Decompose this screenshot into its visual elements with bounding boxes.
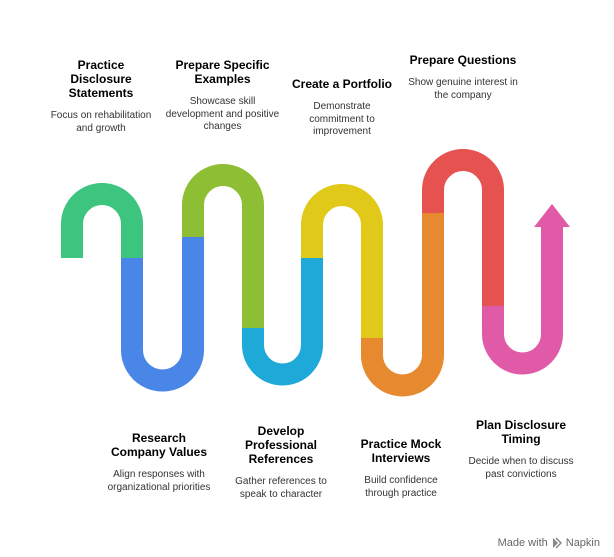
arrow-head-icon (534, 204, 570, 227)
step-description: Showcase skill development and positive … (165, 96, 280, 132)
step-title: Prepare Questions (409, 53, 517, 67)
step-description: Show genuine interest in the company (408, 77, 518, 101)
path-segment-8 (482, 226, 563, 375)
step-text-7: Prepare Questions Show genuine interest … (408, 53, 518, 102)
step-title: Create a Portfolio (291, 77, 393, 91)
step-title: Develop Professional References (244, 424, 318, 466)
step-description: Demonstrate commitment to improvement (309, 101, 375, 137)
step-text-2: Research Company Values Align responses … (104, 431, 214, 494)
step-text-1: Practice Disclosure Statements Focus on … (46, 58, 156, 135)
made-with-label: Made with (497, 537, 548, 549)
napkin-brand-name: Napkin (565, 537, 600, 549)
path-segment-6 (361, 213, 444, 397)
step-title: Research Company Values (110, 431, 208, 459)
step-description: Decide when to discuss past convictions (468, 456, 574, 480)
path-segment-4 (242, 258, 323, 386)
step-title: Practice Mock Interviews (360, 437, 442, 465)
path-segment-5 (301, 184, 383, 338)
step-title: Plan Disclosure Timing (475, 418, 567, 446)
napkin-attribution[interactable]: Made with Napkin (498, 537, 600, 549)
napkin-logo-icon (552, 537, 562, 549)
step-text-5: Create a Portfolio Demonstrate commitmen… (287, 77, 397, 139)
path-segment-3 (182, 164, 264, 328)
step-text-6: Practice Mock Interviews Build confidenc… (346, 437, 456, 500)
step-description: Focus on rehabilitation and growth (50, 110, 152, 134)
path-segment-1 (61, 183, 143, 258)
path-segment-7 (422, 149, 504, 306)
path-segment-2 (121, 237, 204, 392)
step-title: Prepare Specific Examples (175, 58, 270, 86)
step-text-8: Plan Disclosure Timing Decide when to di… (466, 418, 576, 481)
step-text-3: Prepare Specific Examples Showcase skill… (165, 58, 280, 134)
step-description: Align responses with organizational prio… (107, 469, 211, 493)
step-description: Build confidence through practice (364, 475, 438, 499)
step-description: Gather references to speak to character (235, 476, 327, 500)
step-text-4: Develop Professional References Gather r… (226, 424, 336, 501)
step-title: Practice Disclosure Statements (68, 58, 134, 100)
